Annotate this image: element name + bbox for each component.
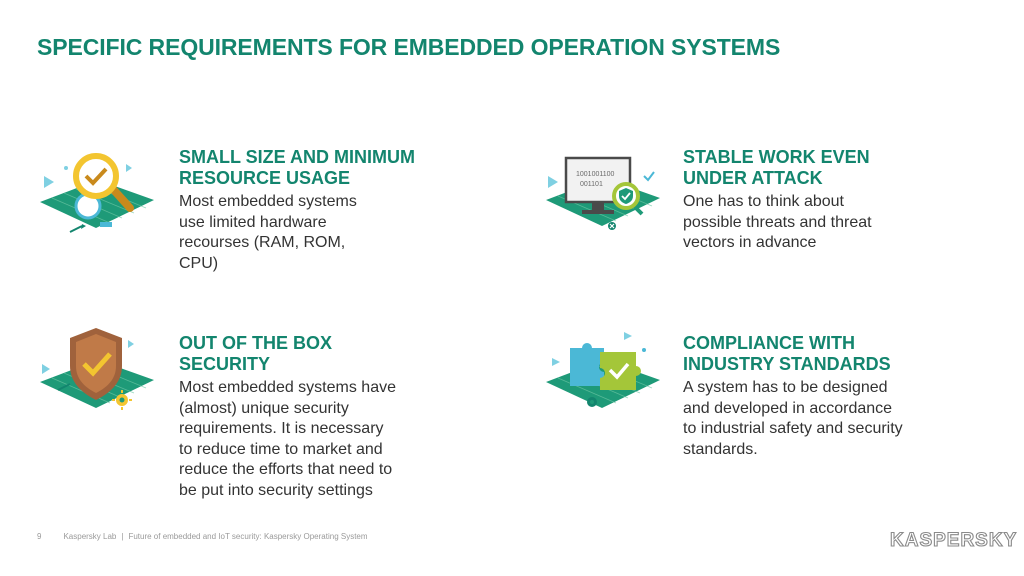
- slide-footer: 9 Kaspersky Lab | Future of embedded and Io…: [37, 532, 368, 541]
- svg-text:001101: 001101: [580, 181, 603, 188]
- puzzle-check-icon: [546, 332, 660, 408]
- presentation-title: Future of embedded and IoT security: Kas…: [128, 532, 368, 541]
- monitor-shield-icon: 1001001100 001101: [546, 156, 660, 230]
- slide-title: SPECIFIC REQUIREMENTS FOR EMBEDDED OPERA…: [37, 34, 781, 60]
- kaspersky-logo: KASPERSKY: [889, 529, 1018, 551]
- item-description: Most embedded systems have(almost) uniqu…: [179, 379, 396, 499]
- shield-check-icon: [40, 328, 154, 410]
- page-number: 9: [37, 532, 42, 541]
- footer-separator: |: [121, 532, 124, 541]
- svg-text:1001001100: 1001001100: [576, 171, 615, 178]
- magnifier-check-icon: [40, 153, 154, 233]
- company-name: Kaspersky Lab: [63, 532, 117, 541]
